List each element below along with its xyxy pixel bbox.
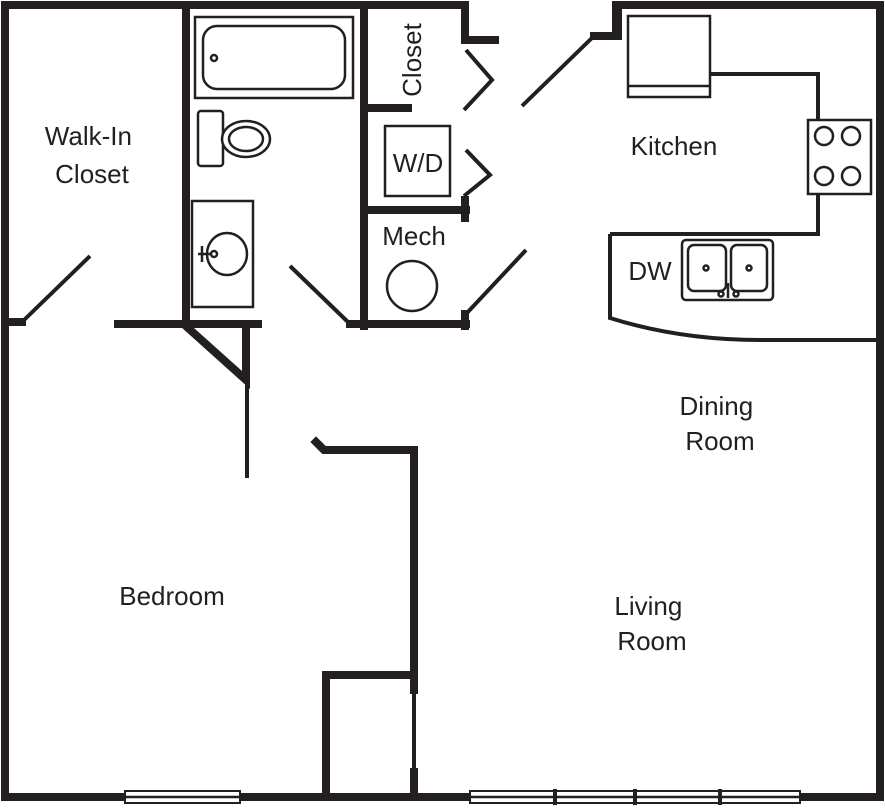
stove-burner-icon <box>840 165 862 187</box>
water-heater <box>385 259 439 313</box>
mech-door <box>464 248 528 316</box>
dining-room-label: Dining Room <box>680 391 761 456</box>
closet-bifold-door <box>462 48 495 112</box>
living-room-label: Living Room <box>614 591 689 656</box>
bathtub-basin <box>201 24 347 91</box>
washer-dryer-label: W/D <box>393 148 444 178</box>
toilet-tank <box>196 109 225 168</box>
bathtub-drain-icon <box>209 53 219 63</box>
bedroom-label: Bedroom <box>119 581 225 611</box>
wd-bifold-door <box>462 148 493 198</box>
doors <box>20 34 596 326</box>
refrigerator <box>626 14 712 99</box>
stove-burner-icon <box>840 125 862 147</box>
sink-drain-icon <box>745 264 753 272</box>
washer-dryer <box>383 124 452 198</box>
walk-in-closet-label: Walk-In Closet <box>45 121 139 189</box>
kitchen-fixtures <box>608 14 880 342</box>
room-labels: Walk-In Closet Closet W/D Kitchen Mech D… <box>45 22 761 656</box>
interior-walls <box>4 1 622 801</box>
stove-burner-icon <box>813 125 835 147</box>
dishwasher-label: DW <box>628 256 672 286</box>
bedroom-closet-wall <box>322 671 418 801</box>
kitchen-peninsula <box>608 234 880 342</box>
toilet-seat <box>227 125 265 153</box>
closet-label: Closet <box>397 22 427 96</box>
bath-angled-wall <box>182 322 250 389</box>
stove-burner-icon <box>813 165 835 187</box>
sink-drain-icon <box>702 264 710 272</box>
laundry-mech <box>383 124 452 313</box>
exterior-wall-west <box>1 1 469 801</box>
bedroom-east-wall <box>310 436 418 694</box>
kitchen-counter-upper <box>710 72 820 122</box>
kitchen-counter-lower <box>610 194 820 236</box>
bath-door <box>288 264 352 326</box>
windows <box>124 789 801 805</box>
mech-label: Mech <box>382 221 446 251</box>
walk-in-closet-door <box>20 254 92 324</box>
bathroom-fixtures <box>190 15 355 309</box>
kitchen-label: Kitchen <box>631 131 718 161</box>
kitchen-entry-stub <box>590 4 622 40</box>
kitchen-door <box>520 34 596 108</box>
